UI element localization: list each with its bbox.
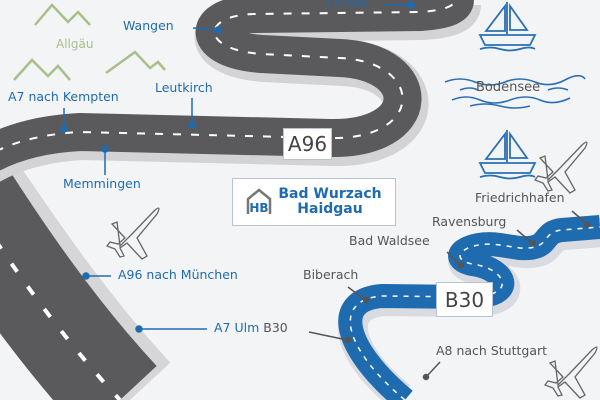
place-friedrichshafen: Friedrichhafen	[475, 190, 565, 205]
airplane-icon	[533, 141, 588, 194]
b30-sign: B30	[436, 282, 493, 317]
place-bad-waldsee: Bad Waldsee	[349, 233, 430, 248]
brand-line-1: Bad Wurzach	[278, 185, 382, 202]
a96-sign: A96	[283, 128, 332, 160]
logo-letters: HB	[250, 201, 269, 215]
house-logo-icon: HB	[247, 188, 272, 215]
waves-icon	[444, 74, 586, 109]
place-a7-kempten: A7 nach Kempten	[8, 89, 119, 104]
leader-lines-gray	[308, 210, 591, 381]
a96-road	[0, 0, 481, 182]
leader-lines-blue	[60, 1, 415, 333]
place-memmingen: Memmingen	[63, 176, 141, 191]
place-biberach: Biberach	[303, 267, 359, 282]
airplane-icon	[105, 207, 160, 260]
mountain-icon	[13, 58, 71, 81]
place-b30: B30	[263, 320, 288, 335]
place-a7-ulm-b30: A7 Ulm B30	[214, 320, 288, 335]
place-ravensburg: Ravensburg	[432, 214, 507, 229]
brand-line-2: Haidgau	[297, 201, 363, 217]
b30-road	[337, 215, 600, 400]
region-label: Allgäu	[56, 37, 94, 51]
place-leutkirch: Leutkirch	[155, 80, 213, 95]
airplane-icon	[543, 346, 598, 399]
mountain-icon	[105, 50, 166, 75]
brand-logo-box: HB Bad Wurzach Haidgau	[232, 178, 396, 226]
place-wangen: Wangen	[123, 18, 174, 33]
lake-label: Bodensee	[476, 80, 541, 95]
mountain-icons	[13, 3, 166, 81]
place-a96-muenchen: A96 nach München	[118, 267, 238, 282]
place-a8-stuttgart: A8 nach Stuttgart	[436, 343, 548, 358]
place-lindau: Lindau	[327, 0, 369, 9]
sailboat-icon	[478, 130, 537, 180]
place-a7-ulm: A7 Ulm	[214, 320, 260, 335]
a7-road	[0, 144, 171, 400]
sailboat-icon	[478, 2, 537, 52]
mountain-icon	[34, 3, 91, 26]
